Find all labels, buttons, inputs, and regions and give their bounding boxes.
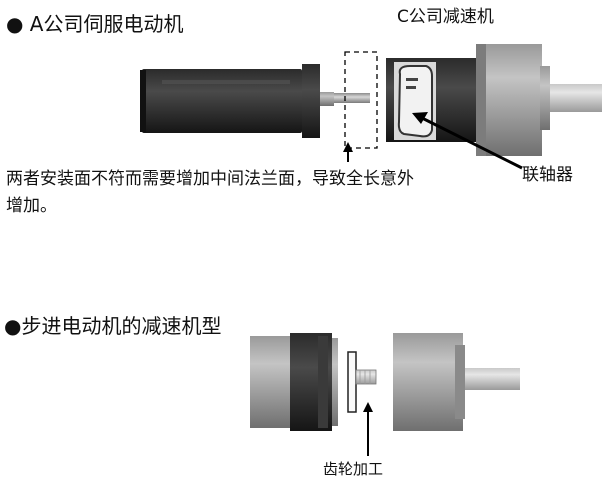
reducer-output-shaft bbox=[550, 84, 602, 112]
flange-arrow bbox=[343, 142, 353, 162]
servo-shaft bbox=[334, 93, 370, 103]
stepper-motor bbox=[250, 333, 338, 431]
gear-machining-label: 齿轮加工 bbox=[323, 460, 384, 478]
reducer-c bbox=[386, 44, 550, 156]
gear-pinion bbox=[347, 351, 377, 413]
stepper-heading: ●步进电动机的减速机型 bbox=[4, 314, 222, 338]
coupling-arrow bbox=[412, 112, 523, 170]
reducer-label: C公司减速机 bbox=[397, 7, 494, 27]
stepper-reducer bbox=[393, 333, 465, 431]
servo-motor bbox=[140, 64, 334, 138]
intermediate-flange-outline bbox=[344, 51, 378, 149]
stepper-reducer-shaft bbox=[465, 368, 520, 390]
flange-note: 两者安装面不符而需要增加中间法兰面，导致全长意外增加。 bbox=[6, 169, 414, 216]
servo-motor-heading: ● A公司伺服电动机 bbox=[6, 12, 184, 36]
gear-machining-arrow bbox=[363, 402, 373, 456]
coupling-label: 联轴器 bbox=[522, 165, 573, 185]
